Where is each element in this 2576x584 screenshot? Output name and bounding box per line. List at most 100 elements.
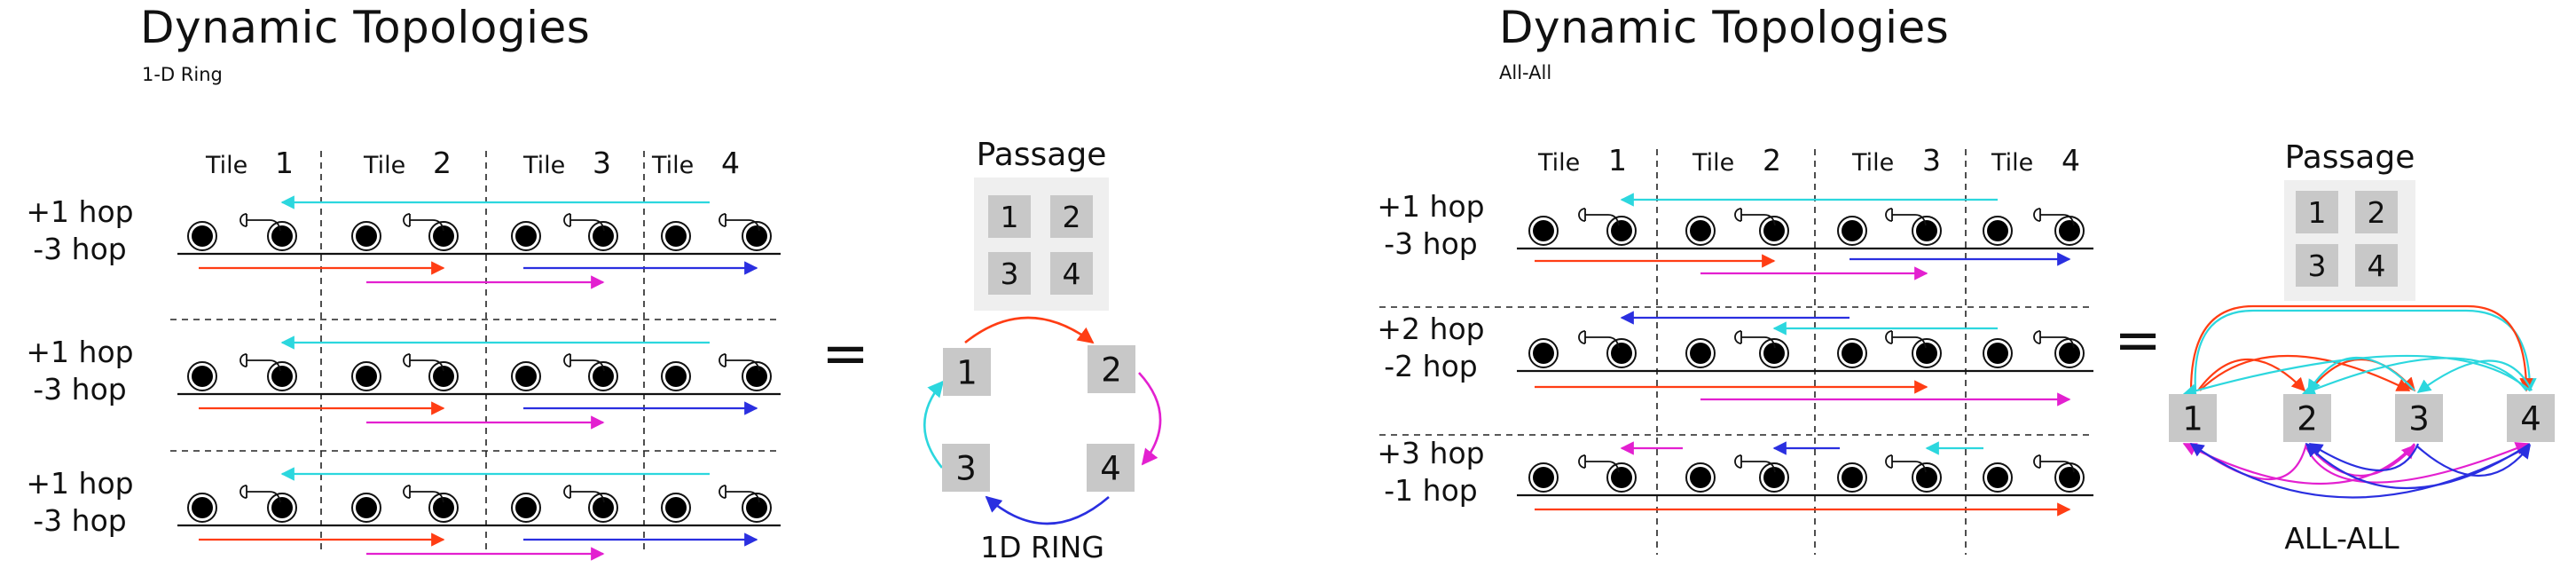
circle-marker-icon [746,366,767,387]
tweezer-icon [563,485,605,503]
hop-row: +2 hop-2 hop [1377,311,2093,406]
circle-marker-icon [1987,220,2008,241]
tweezer-icon [1885,330,1927,349]
circle-marker-icon [1763,220,1785,241]
passage-cell-label: 3 [1001,256,1019,291]
topology-node-box [1088,345,1135,393]
circle-marker-icon [1987,343,2008,364]
tile-number: 3 [593,146,611,180]
arrow-icon [964,316,1095,344]
circle-marker-icon [2059,220,2080,241]
arrow-icon [2194,309,2537,392]
tweezer-icon [403,353,444,372]
arrow-icon [2189,443,2531,499]
tile-label: Tile [651,152,694,179]
passage-cell-box [2355,191,2398,233]
circle-marker-icon [1842,343,1863,364]
tweezer-icon [563,353,605,372]
topology-node-box [2507,394,2555,442]
topology-label: 1D RING [980,530,1104,564]
circle-marker-icon [746,225,767,247]
passage-cell-box [1050,252,1093,295]
hop-label-backward: -3 hop [1384,226,1477,261]
circle-marker-icon [192,366,213,387]
circle-marker-icon [1916,467,1937,488]
hop-label-backward: -3 hop [33,232,126,266]
panel-2-subtitle: All-All [1499,62,1552,83]
arrow-icon [2305,442,2530,484]
tile-label: Tile [1851,149,1894,177]
arrow-icon [2305,442,2531,490]
tweezer-icon [240,485,281,503]
circle-marker-icon [593,497,614,518]
passage-cell-label: 4 [1063,256,1081,291]
tile-label: Tile [1692,149,1734,177]
tweezer-icon [563,213,605,232]
circle-marker-icon [1533,467,1554,488]
tweezer-icon [1885,454,1927,473]
passage-cell-label: 1 [2308,195,2327,230]
tweezer-icon [2033,208,2075,226]
topology-node-box [2395,394,2443,442]
arrow-icon [2197,359,2306,392]
circle-marker-icon [1611,343,1632,364]
tile-label: Tile [363,152,405,179]
tile-number: 1 [1608,143,1627,178]
hop-label-backward: -3 hop [33,372,126,406]
circle-marker-icon [271,497,293,518]
topology-node-box [1087,444,1135,492]
tile-label: Tile [522,152,565,179]
panel-1-title: Dynamic Topologies [140,2,591,53]
tweezer-icon [2033,454,2075,473]
arrow-icon [2182,443,2415,485]
passage-cell-label: 1 [1001,200,1019,234]
tweezer-icon [2033,330,2075,349]
arrow-icon [985,495,1110,525]
arrow-icon [2189,304,2533,392]
tweezer-icon [1578,208,1620,226]
equals-sign: = [821,321,869,387]
passage-title: Passage [2285,139,2415,176]
circle-marker-icon [746,497,767,518]
passage-cell-label: 2 [2368,195,2386,230]
tile-label: Tile [205,152,247,179]
circle-marker-icon [433,225,454,247]
topology-node-label: 3 [955,449,977,487]
circle-marker-icon [1690,220,1711,241]
arrow-icon [2301,357,2527,396]
tile-number: 1 [275,146,294,180]
topology-node-label: 1 [2182,399,2203,438]
topology-node-label: 3 [2408,399,2430,438]
topology-node-label: 4 [2520,399,2541,438]
circle-marker-icon [1611,467,1632,488]
hop-label-backward: -1 hop [1384,473,1477,508]
arrow-icon [923,380,945,469]
circle-marker-icon [1690,343,1711,364]
arrow-icon [2182,354,2531,398]
tweezer-icon [240,353,281,372]
circle-marker-icon [2059,343,2080,364]
panel-2-title: Dynamic Topologies [1499,2,1950,53]
circle-marker-icon [1763,467,1785,488]
circle-marker-icon [1690,467,1711,488]
arrow-icon [2307,356,2415,394]
topology-node-label: 2 [1101,351,1122,389]
topology-node-label: 2 [2297,399,2318,438]
circle-marker-icon [665,225,687,247]
tweezer-icon [1578,454,1620,473]
tile-number: 2 [1763,143,1781,178]
circle-marker-icon [665,366,687,387]
tile-label: Tile [1537,149,1580,177]
equals-sign: = [2114,308,2162,374]
arrow-icon [2199,355,2411,391]
circle-marker-icon [1842,220,1863,241]
circle-marker-icon [356,225,377,247]
circle-marker-icon [1916,343,1937,364]
circle-marker-icon [1611,220,1632,241]
circle-marker-icon [1987,467,2008,488]
tweezer-icon [1578,330,1620,349]
circle-marker-icon [192,497,213,518]
hop-row: +1 hop-3 hop [26,335,781,430]
